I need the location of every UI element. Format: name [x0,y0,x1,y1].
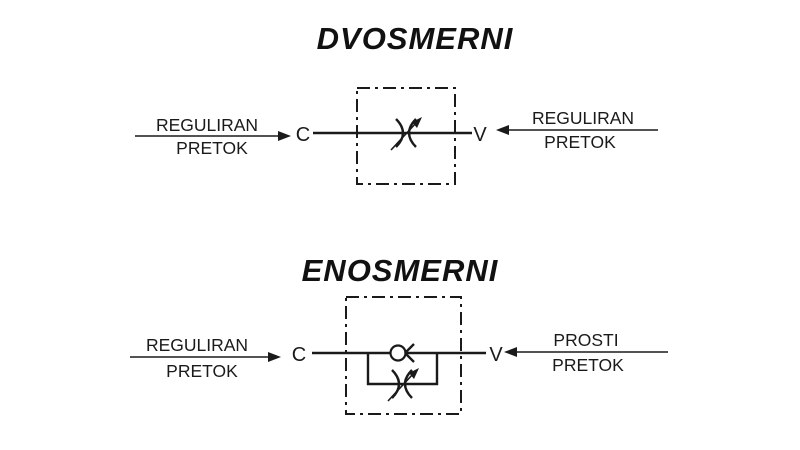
throttle-adjust-arrow-line [390,122,417,151]
enosmerni-valve-envelope [345,296,462,415]
dvosmerni-right-flow-label: REGULIRAN PRETOK [496,108,658,152]
enosmerni-diagram: ENOSMERNI REGULIRAN PRETOK C [130,253,668,415]
throttle-adjust-arrow-line [387,373,414,402]
dvosmerni-port-c: C [296,124,310,146]
throttle-left-arc [395,118,405,148]
throttle-right-arc [403,369,413,399]
dvosmerni-valve-envelope [356,87,456,185]
left-arrowhead-icon [504,347,517,357]
enosmerni-port-c: C [292,344,306,366]
left-flow-text-line2: PRETOK [176,138,248,158]
check-valve-seat-upper [404,343,415,354]
dvosmerni-port-v: V [473,124,487,146]
left-flow-text-line2: PRETOK [166,361,238,381]
left-flow-text-line1: REGULIRAN [156,115,258,135]
dvosmerni-left-flow-label: REGULIRAN PRETOK [135,115,291,158]
right-flow-text-line2: PRETOK [552,355,624,375]
right-arrowhead-icon [268,352,281,362]
enosmerni-title: ENOSMERNI [302,253,499,288]
throttle-adjust-arrowhead-icon [412,117,422,128]
throttle-adjust-arrowhead-icon [409,368,419,379]
enosmerni-port-v: V [489,344,503,366]
right-flow-text-line2: PRETOK [544,132,616,152]
right-flow-text-line1: PROSTI [553,330,618,350]
dvosmerni-title: DVOSMERNI [317,21,514,56]
left-flow-text-line1: REGULIRAN [146,335,248,355]
right-flow-text-line1: REGULIRAN [532,108,634,128]
check-valve-seat-lower [404,352,415,363]
bypass-loop-line [366,353,439,386]
dvosmerni-diagram: DVOSMERNI REGULIRAN PRETOK C [135,21,658,185]
check-valve-icon [389,343,415,363]
adjustable-throttle-icon [387,368,419,402]
adjustable-throttle-icon [390,117,422,151]
enosmerni-left-flow-label: REGULIRAN PRETOK [130,335,281,381]
enosmerni-right-flow-label: PROSTI PRETOK [504,330,668,375]
right-arrowhead-icon [278,131,291,141]
left-arrowhead-icon [496,125,509,135]
throttle-left-arc [391,369,401,399]
check-valve-ball [389,344,407,362]
